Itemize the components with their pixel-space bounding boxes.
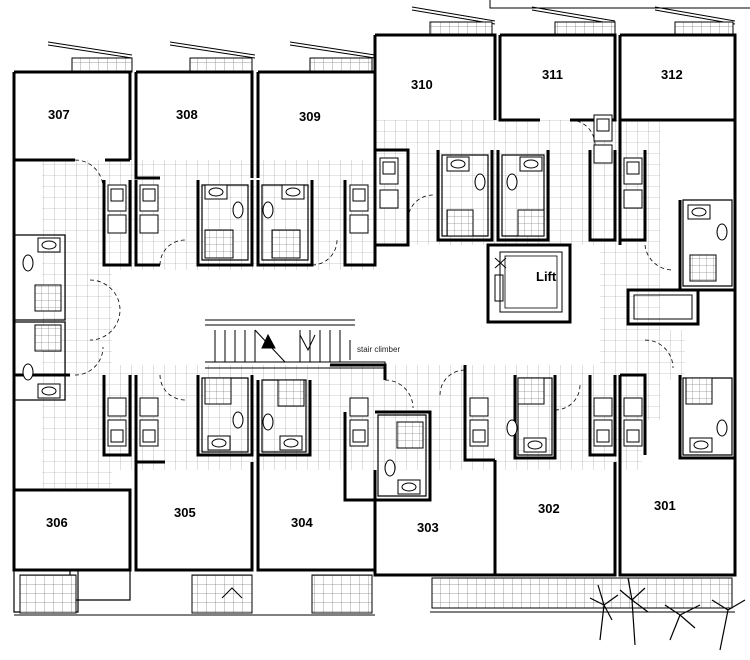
palm-plant-icon bbox=[589, 577, 746, 651]
unit-label-304: 304 bbox=[291, 515, 313, 530]
lift-label: Lift bbox=[536, 269, 557, 284]
unit-label-306: 306 bbox=[46, 515, 68, 530]
unit-label-312: 312 bbox=[661, 67, 683, 82]
lift-shaft bbox=[486, 243, 572, 324]
unit-label-307: 307 bbox=[48, 107, 70, 122]
unit-label-302: 302 bbox=[538, 501, 560, 516]
unit-label-308: 308 bbox=[176, 107, 198, 122]
sanitary-fixtures bbox=[22, 114, 728, 495]
door-swings bbox=[74, 119, 674, 411]
unit-label-301: 301 bbox=[654, 498, 676, 513]
unit-label-310: 310 bbox=[411, 77, 433, 92]
storage-cabinet bbox=[626, 288, 700, 326]
unit-labels: 307 308 309 310 311 312 306 305 304 303 … bbox=[46, 67, 683, 535]
unit-label-309: 309 bbox=[299, 109, 321, 124]
walls-top-row bbox=[12, 33, 737, 490]
bottom-balconies bbox=[14, 574, 735, 616]
stairwell bbox=[205, 319, 386, 369]
shower-trays bbox=[34, 209, 717, 449]
stair-climber-label: stair climber bbox=[357, 345, 400, 354]
unit-label-305: 305 bbox=[174, 505, 196, 520]
unit-label-311: 311 bbox=[542, 67, 563, 82]
walls-bottom-row bbox=[12, 345, 737, 577]
unit-label-303: 303 bbox=[417, 520, 439, 535]
tiled-floor bbox=[42, 120, 685, 490]
